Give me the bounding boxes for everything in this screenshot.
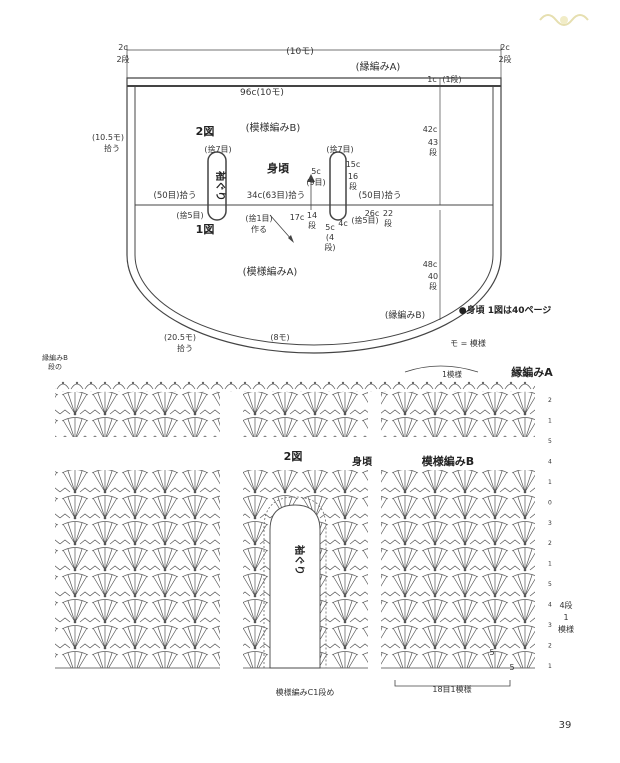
schematic-outline — [126, 45, 502, 354]
label-left-pickup-bottom2: 拾う — [177, 343, 193, 353]
label-r4b: 段) — [324, 242, 335, 252]
chart-label-rows4: 4段 — [559, 600, 572, 610]
label-c48: 48c — [423, 260, 438, 269]
label-edge-left-rows: 2段 — [116, 54, 129, 64]
label-left-pickup-top2: 拾う — [104, 143, 120, 153]
label-border-b: (縁編みB) — [385, 309, 425, 321]
body-left — [55, 470, 220, 668]
label-c17: 17c — [290, 213, 305, 222]
label-edge-left: 2c — [118, 43, 128, 52]
label-c4: 4c — [338, 219, 348, 228]
chart-label-one-pattern: 1模様 — [442, 369, 462, 379]
chart-label-pattern-b: 模様編みB — [422, 454, 474, 468]
upper-band-right — [381, 392, 535, 437]
label-body: 身頃 — [267, 161, 290, 175]
chart-labels: 縁編みB 段の 1模様 縁編みA 2図 身頃 模様編みB 4段 1 模様 模様編… — [42, 353, 574, 697]
label-fig1: 1図 — [196, 222, 215, 236]
label-r43b: 段 — [429, 147, 437, 157]
chart-label-border-b: 縁編みB — [42, 353, 68, 362]
label-center-34: 34c(63目)拾う — [247, 190, 305, 201]
crochet-chart: 袖ぐり — [55, 365, 535, 687]
row-number: 2 — [548, 643, 552, 650]
label-1row: (1段) — [442, 74, 461, 84]
row-number: 4 — [548, 602, 552, 609]
label-r16b: 段 — [349, 181, 357, 191]
label-right-st5: (捨5目) — [351, 215, 378, 225]
label-r22: 22 — [383, 209, 393, 218]
row-number: 3 — [548, 520, 552, 527]
ornament-top-right — [539, 14, 589, 26]
body-right — [381, 470, 535, 668]
upper-band-mid — [243, 392, 368, 437]
label-right-st7: (捨7目) — [326, 144, 353, 154]
row-number: 5 — [548, 581, 552, 588]
label-c26: 26c — [365, 209, 380, 218]
chart-label-body: 身頃 — [352, 455, 373, 468]
chart-label-five-a: 5 — [489, 648, 494, 657]
row-number: 1 — [548, 479, 552, 486]
label-edge-right: 2c — [500, 43, 510, 52]
row-number: 2 — [548, 540, 552, 547]
row-numbers: 2 1 5 4 1 0 3 2 1 5 4 3 2 1 — [548, 397, 552, 670]
chart-label-rows1: 1 — [563, 613, 568, 622]
chart-label-five-b: 5 — [509, 663, 514, 672]
label-gap1: (捨1目) — [245, 213, 272, 223]
row-number: 1 — [548, 561, 552, 568]
row-number: 2 — [548, 397, 552, 404]
page-number: 39 — [559, 720, 572, 731]
label-inner-width: 96c(10モ) — [240, 88, 284, 98]
label-1c: 1c — [427, 75, 437, 84]
label-left-pickup-bottom: (20.5モ) — [164, 333, 196, 342]
row-number: 1 — [548, 417, 552, 424]
label-legend: モ = 模様 — [450, 338, 486, 348]
label-c15: 15c — [346, 160, 361, 169]
label-c5: 5c — [311, 167, 321, 176]
row-number: 5 — [548, 438, 552, 445]
chart-label-armhole: 袖ぐり — [293, 544, 306, 575]
label-pattern-b: (模様編みB) — [246, 121, 301, 134]
label-9st: (9目) — [306, 178, 325, 187]
label-r43: 43 — [428, 138, 438, 147]
label-make: 作る — [251, 224, 267, 234]
label-left-st7: (捨7目) — [204, 144, 231, 154]
label-r14: 14 — [307, 211, 317, 220]
schematic-labels: 2c 2段 2c 2段 (10モ) (縁編みA) 1c (1段) 96c(10モ… — [92, 43, 551, 353]
row-number: 0 — [548, 499, 552, 506]
border-a-edge — [55, 380, 535, 392]
label-left-st5: (捨5目) — [176, 210, 203, 220]
label-r40: 40 — [428, 272, 438, 281]
label-right-50: (50目)拾う — [359, 190, 402, 201]
label-fig2: 2図 — [196, 124, 215, 138]
label-left-pickup-top: (10.5モ) — [92, 133, 124, 142]
chart-label-pattern-c: 模様編みC1段め — [276, 687, 335, 697]
label-armhole: 袖ぐり — [214, 170, 227, 201]
label-border-a: (縁編みA) — [356, 60, 401, 73]
chart-label-repeat: 18目1模様 — [432, 684, 471, 694]
label-bottom-8: (8モ) — [270, 333, 289, 342]
label-c5b: 5c — [325, 223, 335, 232]
label-note: ●身頃 1図は40ページ — [459, 304, 552, 316]
chart-label-border-b2: 段の — [48, 362, 62, 371]
label-r22b: 段 — [384, 218, 392, 228]
row-number: 3 — [548, 622, 552, 629]
upper-band-left — [55, 392, 220, 437]
label-edge-right-rows: 2段 — [498, 54, 511, 64]
label-left-50: (50目)拾う — [154, 190, 197, 201]
row-number: 4 — [548, 458, 552, 465]
label-r40b: 段 — [429, 281, 437, 291]
label-c42: 42c — [423, 125, 438, 134]
label-width: (10モ) — [286, 47, 313, 57]
label-r14b: 段 — [308, 220, 316, 230]
label-pattern-a: (模様編みA) — [243, 265, 298, 278]
chart-label-border-a: 縁編みA — [511, 365, 553, 379]
chart-label-fig2: 2図 — [284, 449, 303, 463]
label-r16: 16 — [348, 172, 358, 181]
chart-label-rows-pattern: 模様 — [558, 624, 574, 634]
row-number: 1 — [548, 663, 552, 670]
label-r4: (4 — [326, 233, 334, 242]
